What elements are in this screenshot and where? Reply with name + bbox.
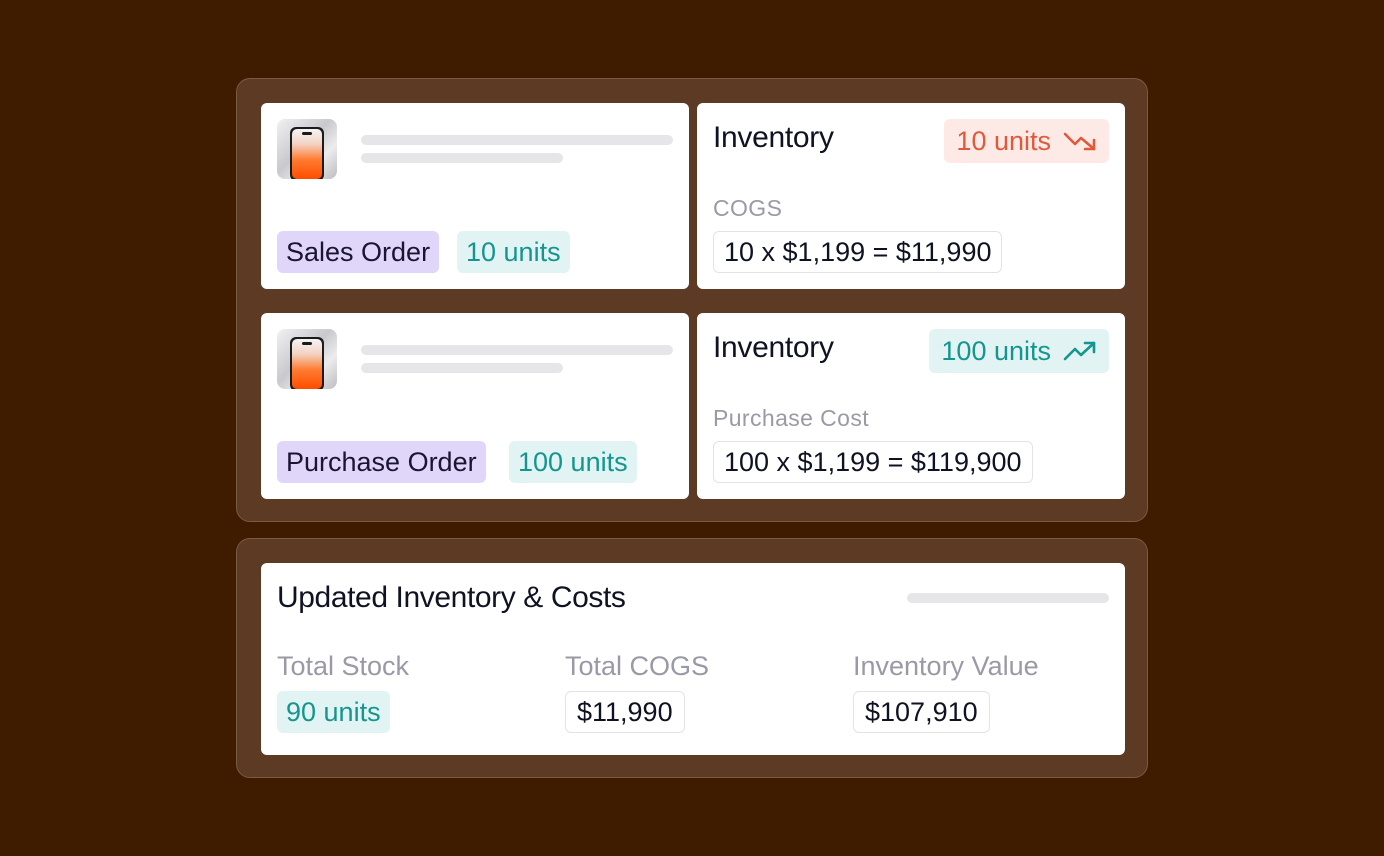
inventory-title: Inventory [713, 331, 834, 364]
smartphone-icon [290, 337, 324, 389]
trending-up-icon [1063, 341, 1096, 361]
inventory-value-value: $107,910 [853, 691, 990, 733]
total-cogs-value: $11,990 [565, 691, 685, 733]
inventory-increase-badge: 100 units [929, 329, 1109, 373]
purchase-order-card[interactable]: Purchase Order 100 units [261, 313, 689, 499]
total-cogs-label: Total COGS [565, 651, 710, 681]
sales-order-badge: Sales Order [277, 231, 440, 273]
purchase-inventory-card: Inventory 100 units Purchase Cost 100 x … [697, 313, 1125, 499]
product-name-placeholder [361, 345, 673, 355]
purchase-order-badge: Purchase Order [277, 441, 486, 483]
product-name-placeholder [361, 135, 673, 145]
purchase-cost-label: Purchase Cost [713, 405, 870, 431]
orders-panel: Sales Order 10 units Inventory 10 units … [236, 78, 1148, 522]
total-stock-label: Total Stock [277, 651, 410, 681]
trending-down-icon [1063, 132, 1096, 151]
cogs-formula: 10 x $1,199 = $11,990 [713, 231, 1003, 273]
sales-order-card[interactable]: Sales Order 10 units [261, 103, 689, 289]
sales-order-units-badge: 10 units [457, 231, 570, 273]
cogs-label: COGS [713, 195, 783, 221]
product-detail-placeholder [361, 153, 563, 163]
inventory-change-value: 100 units [941, 336, 1051, 366]
product-thumbnail [277, 329, 337, 389]
total-cogs-stat: Total COGS $11,990 [565, 651, 710, 733]
sales-inventory-card: Inventory 10 units COGS 10 x $1,199 = $1… [697, 103, 1125, 289]
summary-placeholder [907, 593, 1109, 603]
smartphone-icon [290, 127, 324, 179]
purchase-cost-formula: 100 x $1,199 = $119,900 [713, 441, 1033, 483]
product-thumbnail [277, 119, 337, 179]
inventory-title: Inventory [713, 121, 834, 154]
inventory-value-label: Inventory Value [853, 651, 1039, 681]
product-detail-placeholder [361, 363, 563, 373]
purchase-order-units-badge: 100 units [509, 441, 637, 483]
total-stock-stat: Total Stock 90 units [277, 651, 410, 733]
inventory-decrease-badge: 10 units [944, 119, 1109, 163]
inventory-change-value: 10 units [956, 126, 1051, 156]
summary-panel: Updated Inventory & Costs Total Stock 90… [236, 538, 1148, 778]
total-stock-value: 90 units [277, 691, 390, 733]
inventory-value-stat: Inventory Value $107,910 [853, 651, 1039, 733]
summary-card: Updated Inventory & Costs Total Stock 90… [261, 563, 1125, 755]
summary-title: Updated Inventory & Costs [277, 581, 626, 614]
